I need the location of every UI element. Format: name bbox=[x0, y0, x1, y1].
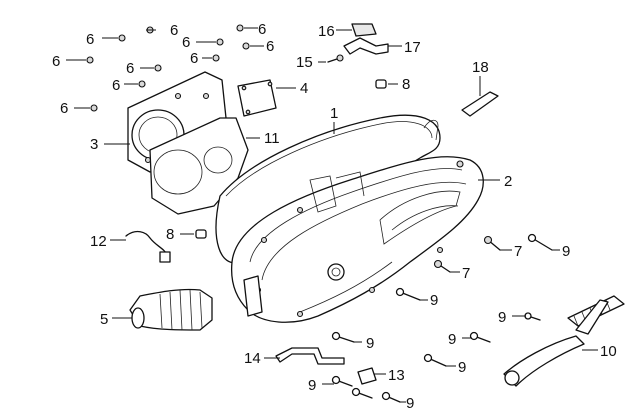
hose-clip-part-12 bbox=[125, 230, 171, 263]
callout-4: 4 bbox=[300, 80, 308, 97]
rubber-cap-part-16 bbox=[351, 23, 377, 37]
callout-3: 3 bbox=[90, 136, 98, 153]
callout-14: 14 bbox=[244, 350, 261, 367]
callout-16: 16 bbox=[318, 23, 335, 40]
callout-6: 6 bbox=[190, 50, 198, 67]
callout-6: 6 bbox=[258, 21, 266, 38]
nut-clip-part-13 bbox=[357, 367, 377, 385]
callout-15: 15 bbox=[296, 54, 313, 71]
callout-6: 6 bbox=[60, 100, 68, 117]
callout-17: 17 bbox=[404, 39, 421, 56]
screw-part-15 bbox=[327, 54, 344, 63]
callout-5: 5 bbox=[100, 311, 108, 328]
bolts-part-9 bbox=[331, 233, 553, 403]
callout-6: 6 bbox=[52, 53, 60, 70]
leader-lines bbox=[66, 27, 598, 403]
callout-6: 6 bbox=[266, 38, 274, 55]
bolts-part-7 bbox=[433, 235, 501, 273]
bracket-part-14 bbox=[275, 347, 345, 365]
callout-6: 6 bbox=[112, 77, 120, 94]
callout-9: 9 bbox=[458, 359, 466, 376]
callout-18: 18 bbox=[472, 59, 489, 76]
callout-6: 6 bbox=[86, 31, 94, 48]
callout-13: 13 bbox=[388, 367, 405, 384]
callout-9: 9 bbox=[448, 331, 456, 348]
callout-8: 8 bbox=[166, 226, 174, 243]
callout-6: 6 bbox=[126, 60, 134, 77]
dowel-pin-part-8-lower bbox=[195, 229, 207, 239]
callout-9: 9 bbox=[406, 395, 414, 412]
callout-9: 9 bbox=[498, 309, 506, 326]
kick-lever-part-10 bbox=[503, 295, 625, 387]
guide-part-18 bbox=[461, 91, 499, 117]
callout-7: 7 bbox=[514, 243, 522, 260]
callout-7: 7 bbox=[462, 265, 470, 282]
intake-duct-part-5 bbox=[129, 288, 213, 331]
callout-9: 9 bbox=[366, 335, 374, 352]
dowel-pin-part-8-upper bbox=[375, 79, 387, 89]
crankcase-cover-part-2 bbox=[230, 156, 484, 323]
callout-labels: 6 6 6 6 6 6 6 6 6 6 16 17 15 8 18 4 1 3 … bbox=[52, 21, 617, 412]
callout-8: 8 bbox=[402, 76, 410, 93]
callout-12: 12 bbox=[90, 233, 107, 250]
callout-9: 9 bbox=[562, 243, 570, 260]
clip-bracket-part-17 bbox=[343, 37, 389, 55]
callout-9: 9 bbox=[308, 377, 316, 394]
callout-6: 6 bbox=[182, 34, 190, 51]
callout-10: 10 bbox=[600, 343, 617, 360]
callout-9: 9 bbox=[430, 292, 438, 309]
callout-2: 2 bbox=[504, 173, 512, 190]
callout-11: 11 bbox=[264, 130, 280, 147]
callout-1: 1 bbox=[330, 105, 338, 122]
callout-6: 6 bbox=[170, 22, 178, 39]
cover-plate-part-4 bbox=[237, 79, 277, 117]
